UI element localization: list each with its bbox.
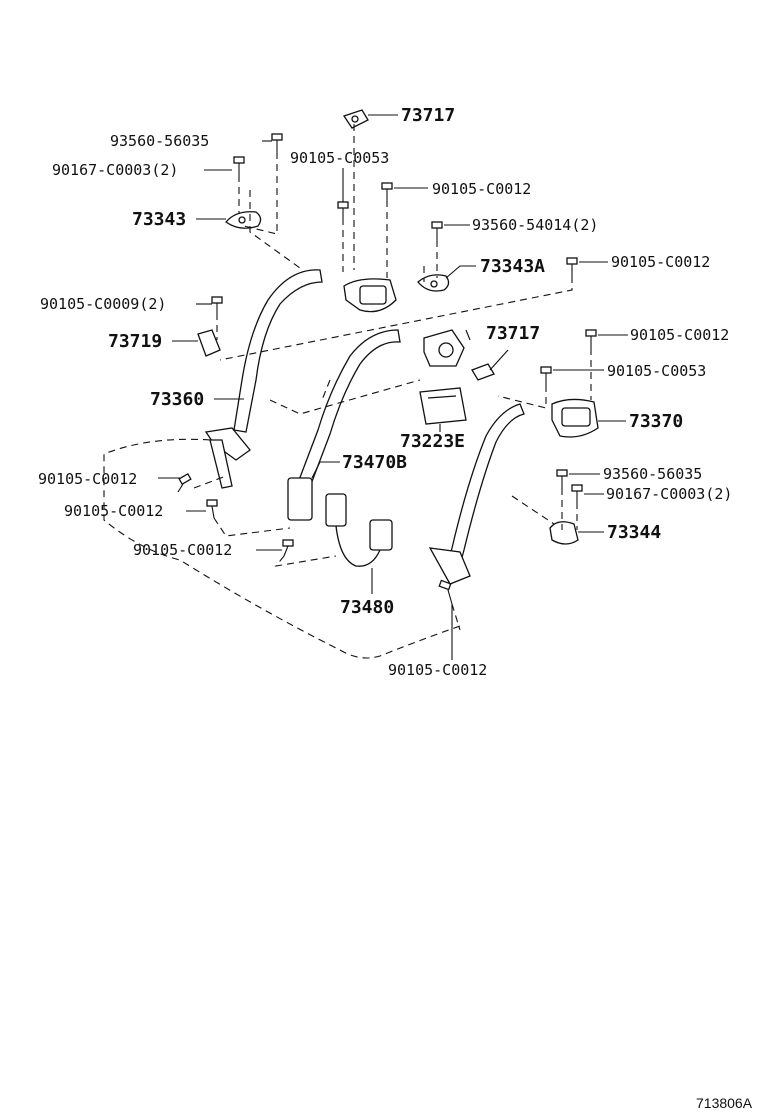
label-73470b: 73470B [342,452,407,473]
label-93560-54014: 93560-54014(2) [472,216,598,234]
bolt-90105-c0012-bottom [438,579,453,605]
bracket-73343 [225,211,262,229]
label-90105-c0012-c: 90105-C0012 [630,326,729,344]
label-90105-c0012-f: 90105-C0012 [133,541,232,559]
label-90105-c0012-d: 90105-C0012 [38,470,137,488]
bolt-90167-c0003-left [233,156,245,175]
label-90105-c0053-a: 90105-C0053 [290,149,389,167]
label-90167-c0003-b: 90167-C0003(2) [606,485,732,503]
belt-73360-left [204,269,323,489]
label-73370: 73370 [629,411,683,432]
bolt-93560-56035-right [556,469,568,488]
label-73719: 73719 [108,331,162,352]
bolt-93560-56035-top [271,133,283,152]
bolt-90105-c0012-top [381,182,393,200]
belt-right [428,403,525,585]
bracket-73344 [549,521,579,545]
label-93560-56035-a: 93560-56035 [110,132,209,150]
label-73717-top: 73717 [401,105,455,126]
bolt-90105-c0012-left-low [177,473,192,493]
figure-id: 713806A [696,1095,753,1111]
clip-73717-mid [471,363,495,381]
bolt-90105-c0053-right [540,366,552,385]
bolt-90167-c0003-right [571,484,583,502]
bolt-90105-c0012-right-top [566,257,578,276]
bolt-90105-c0012-right-mid [585,329,597,348]
label-73344: 73344 [607,522,661,543]
bracket-73343a [417,274,450,292]
clip-73717-top [342,109,369,129]
belt-73470b-center [287,329,401,521]
buckle-73480 [325,493,393,567]
label-90105-c0009: 90105-C0009(2) [40,295,166,313]
assembly-lines [103,124,592,659]
bolt-90105-c0012-left-low2 [206,499,218,519]
label-73360: 73360 [150,389,204,410]
label-73223e: 73223E [400,431,465,452]
label-73717-mid: 73717 [486,323,540,344]
label-90167-c0003-a: 90167-C0003(2) [52,161,178,179]
bolt-90105-c0012-left-low3 [282,539,294,557]
label-73343: 73343 [132,209,186,230]
label-90105-c0012-e: 90105-C0012 [64,502,163,520]
label-90105-c0012-g: 90105-C0012 [388,661,487,679]
bolt-90105-c0053-top [337,201,349,218]
bolt-90105-c0009 [211,296,223,313]
label-73480: 73480 [340,597,394,618]
retractor-upper [343,278,397,313]
label-90105-c0012-b: 90105-C0012 [611,253,710,271]
retractor-73370 [551,398,599,438]
label-93560-56035-b: 93560-56035 [603,465,702,483]
label-73343a: 73343A [480,256,545,277]
retractor-middle [423,329,465,367]
leader-lines [158,114,628,660]
cover-73719 [197,329,221,357]
cover-73223e [419,387,467,425]
label-90105-c0012-a: 90105-C0012 [432,180,531,198]
label-90105-c0053-b: 90105-C0053 [607,362,706,380]
bolt-93560-54014 [431,221,443,240]
